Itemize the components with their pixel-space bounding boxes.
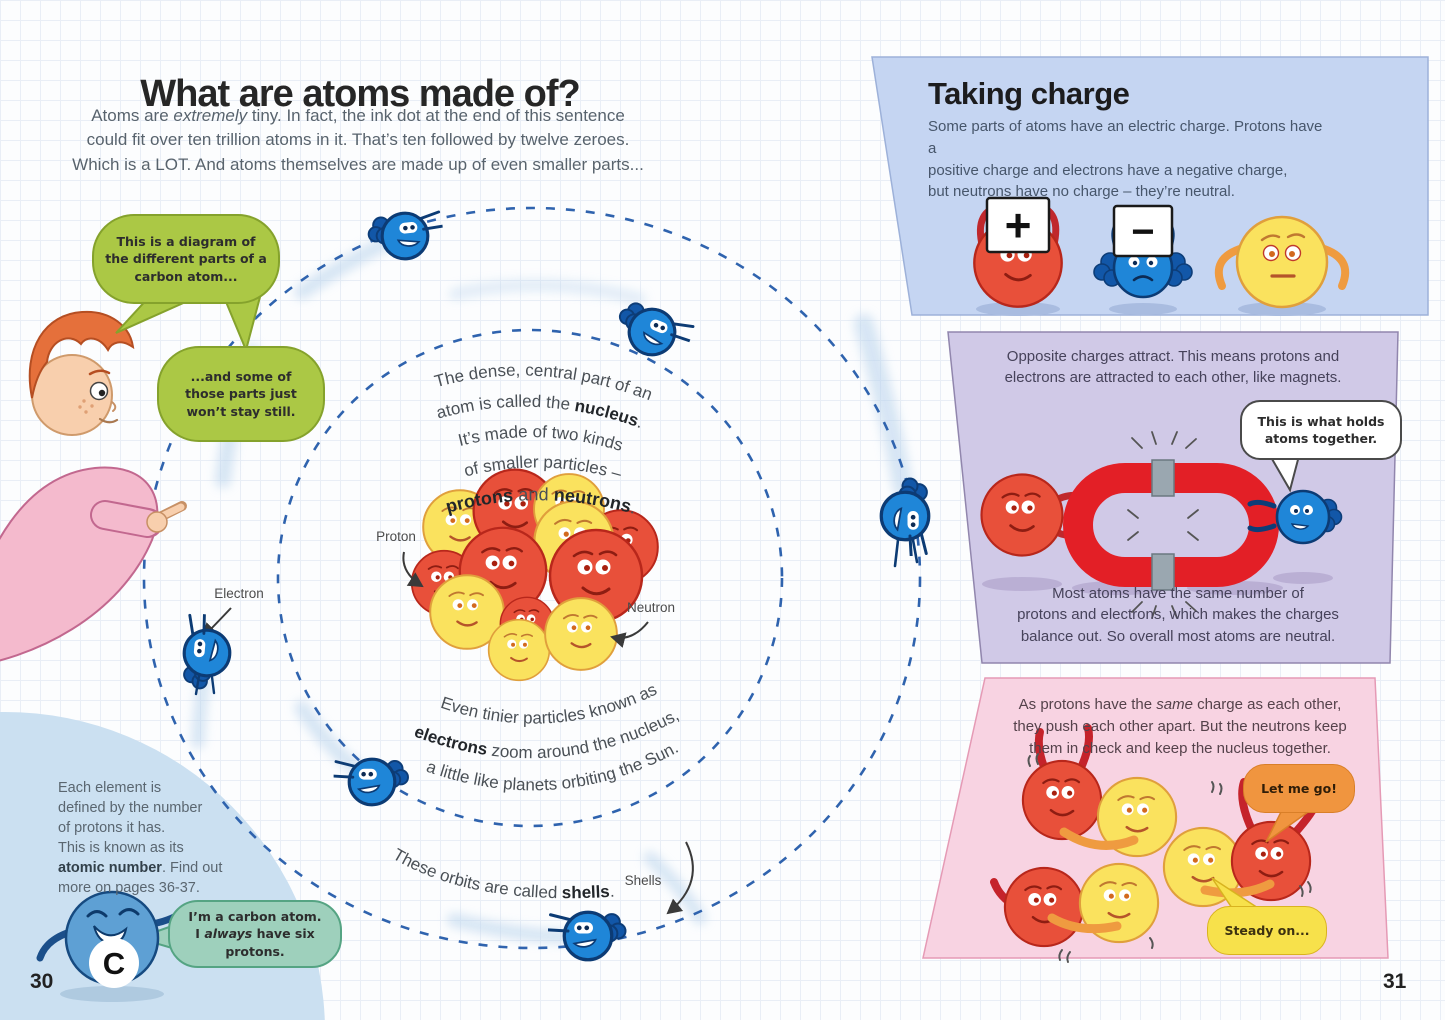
- nucleus-caption: The dense, central part of an atom is ca…: [432, 361, 654, 518]
- proton-label: Proton: [376, 529, 416, 544]
- minus-sign: −: [1131, 210, 1154, 254]
- diagram-labels: Proton Neutron Electron Shells: [201, 529, 694, 915]
- atomic-number-note: Each element is defined by the number of…: [58, 780, 223, 896]
- let-me-go-bubble: Let me go!: [1243, 764, 1355, 813]
- bubble2-tail: [222, 296, 262, 354]
- electron-shells-orbits: [142, 206, 922, 950]
- speech-bubble-stay-still: ...and some of those parts just won’t st…: [157, 346, 325, 442]
- shells-label: Shells: [625, 873, 662, 888]
- steady-on-bubble: Steady on...: [1207, 906, 1327, 955]
- svg-text:It’s made of two kinds: It’s made of two kinds: [456, 422, 625, 455]
- magnet-link-illustration: [980, 431, 1343, 619]
- repel-panel-text: As protons have the same charge as each …: [1013, 696, 1347, 757]
- carbon-speech-bubble: I’m a carbon atom. I always have six pro…: [168, 900, 342, 968]
- page-title: What are atoms made of?: [140, 73, 580, 116]
- neutron-label: Neutron: [627, 600, 675, 615]
- carbon-symbol-letter: C: [103, 946, 125, 981]
- charge-panel-title: Taking charge: [928, 76, 1130, 111]
- plus-sign: +: [1005, 199, 1032, 251]
- nucleus-tussle-illustration: [990, 724, 1324, 963]
- charged-particles-trio: + −: [972, 196, 1350, 316]
- charge-panel-body: Some parts of atoms have an electric cha…: [928, 118, 1323, 201]
- electron-caption: Even tinier particles known as electrons…: [412, 680, 682, 795]
- holds-atoms-bubble: This is what holds atoms together.: [1240, 400, 1402, 460]
- page-number-left: 30: [30, 970, 54, 993]
- svg-text:Even tinier particles known as: Even tinier particles known as: [439, 680, 660, 728]
- boy-character: [0, 310, 187, 662]
- speech-bubble-diagram: This is a diagram of the different parts…: [92, 214, 280, 304]
- attract-panel-bottom-text: Most atoms have the same number of proto…: [1017, 585, 1339, 645]
- page-number-right: 31: [1383, 970, 1407, 993]
- orbiting-electrons: [179, 207, 931, 962]
- attract-panel-top-text: Opposite charges attract. This means pro…: [1004, 348, 1342, 387]
- shells-caption: These orbits are called shells.: [390, 845, 615, 902]
- svg-text:of smaller particles –: of smaller particles –: [462, 452, 624, 483]
- motion-streaks: [191, 233, 913, 944]
- svg-text:These orbits are called shells: These orbits are called shells.: [390, 845, 615, 902]
- electron-label: Electron: [214, 586, 264, 601]
- intro-paragraph: Atoms are extremely tiny. In fact, the i…: [72, 106, 644, 174]
